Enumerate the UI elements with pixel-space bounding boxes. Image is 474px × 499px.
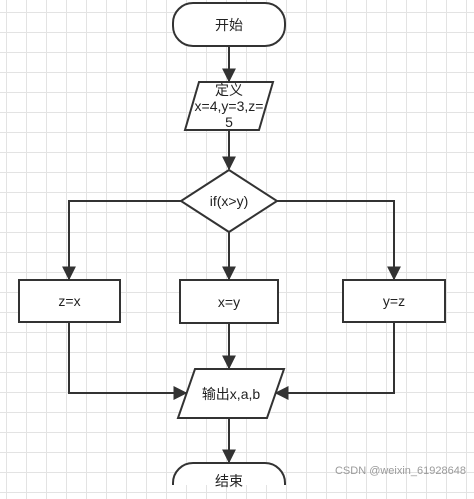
arrow-decision-to-left [62,200,181,281]
define-parallelogram [183,81,275,131]
arrow-left-to-output [68,322,188,400]
decision-label: if(x>y) [209,193,249,209]
define-label-line1: 定义 [215,82,243,98]
csdn-watermark: CSDN @weixin_61928648 [334,465,466,477]
assign-mid-label: x=y [217,293,241,310]
arrow-decision-to-right [277,200,401,281]
output-parallelogram [176,368,286,419]
define-label: 定义 x=4,y=3,z= 5 [185,80,273,132]
end-label: 结束 [215,473,243,489]
define-label-line3: 5 [225,114,233,130]
assign-left-label: z=x [58,293,81,309]
arrow-right-to-output [274,322,395,400]
flowchart-canvas [18,2,446,485]
define-label-line2: x=4,y=3,z= [194,98,264,114]
start-label: 开始 [215,16,243,33]
assign-right-label: y=z [382,293,406,309]
output-label: 输出x,a,b [201,385,261,402]
